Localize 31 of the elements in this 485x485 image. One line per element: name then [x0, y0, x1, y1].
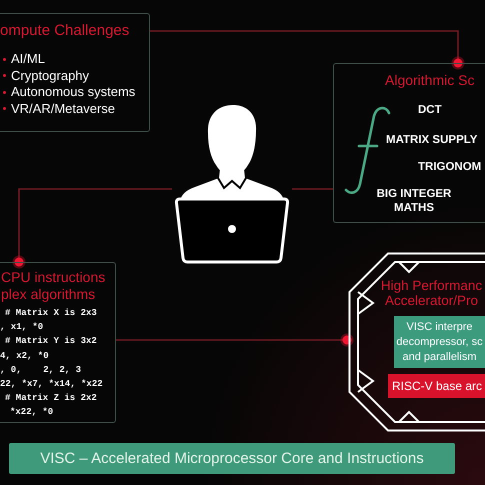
code-line: 22, *x7, *x14, *x22 [0, 378, 103, 392]
list-item: Cryptography [11, 68, 90, 84]
frame-heading: High Performanc Accelerator/Pro [380, 278, 484, 308]
connector-line [12, 188, 172, 268]
info-panel [0, 262, 116, 423]
panel-heading: ompute Challenges [0, 22, 130, 40]
connector-line [150, 30, 464, 70]
panel-heading: Algorithmic Sc [385, 72, 474, 89]
algorithm-label: DCT [418, 103, 442, 117]
algorithm-label: BIG INTEGER MATHS [376, 187, 452, 215]
code-line: # Matrix Z is 2x2 [5, 392, 98, 406]
person-at-laptop-illustration [172, 103, 292, 264]
feature-banner: VISC – Accelerated Microprocessor Core and Instructions [9, 443, 455, 474]
list-item: AI/ML [11, 51, 45, 68]
code-line: 4, x2, *0 [0, 350, 50, 363]
panel-heading: CPU instructions plex algorithms [1, 269, 106, 303]
code-line: , x1, *0 [0, 321, 44, 334]
code-line: *x22, *0 [10, 406, 54, 420]
list-item: VR/AR/Metaverse [11, 100, 116, 117]
code-line: , 0, 2, 2, 3 [0, 364, 82, 377]
feature-banner: VISC interpre decompressor, sc and parallelism [394, 316, 485, 368]
info-panel [333, 63, 485, 223]
code-line: # Matrix Y is 3x2 [5, 335, 98, 348]
connector-line [116, 334, 354, 346]
info-panel [0, 13, 150, 132]
feature-banner: RISC-V base arc [388, 374, 485, 398]
list-item: Autonomous systems [11, 84, 136, 100]
connector-line [292, 188, 333, 190]
code-line: # Matrix X is 2x3 [5, 307, 98, 320]
algorithm-label: MATRIX SUPPLY [386, 133, 478, 147]
algorithm-label: TRIGONOM [418, 160, 482, 174]
